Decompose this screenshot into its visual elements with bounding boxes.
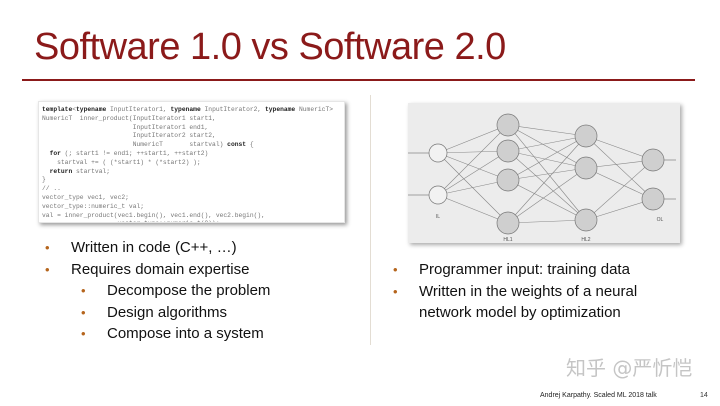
neuron — [496, 168, 520, 192]
neuron — [428, 143, 448, 163]
edge — [507, 150, 587, 169]
edge — [507, 124, 587, 137]
bullet: Written in the weights of a neural netwo… — [393, 281, 689, 324]
neuron — [496, 211, 520, 235]
code-block: template<typename InputIterator1, typena… — [42, 106, 334, 222]
sub-bullet: Compose into a system — [81, 323, 270, 345]
page-number: 14 — [700, 392, 708, 399]
edge — [437, 124, 509, 196]
edge — [585, 198, 654, 221]
slide-title: Software 1.0 vs Software 2.0 — [34, 26, 506, 68]
neuron — [496, 139, 520, 163]
column-divider — [370, 95, 371, 345]
edge — [437, 152, 509, 181]
edge — [507, 150, 587, 221]
software1-bullets: Written in code (C++, …) Requires domain… — [45, 237, 270, 345]
edge — [507, 124, 587, 169]
layer-label: HL1 — [503, 237, 512, 243]
sub-bullet: Design algorithms — [81, 302, 270, 324]
edge — [507, 167, 587, 181]
neuron — [641, 187, 665, 211]
sub-bullet: Decompose the problem — [81, 280, 270, 302]
edge — [437, 194, 509, 224]
edge — [585, 135, 654, 161]
edge — [437, 150, 509, 154]
edge — [507, 179, 587, 221]
edge — [507, 167, 587, 224]
layer-label: HL2 — [581, 237, 590, 243]
edge — [437, 179, 509, 196]
edge — [437, 152, 509, 224]
edge — [507, 219, 587, 224]
edge — [507, 135, 587, 224]
watermark: 知乎 @严忻恺 — [566, 356, 693, 380]
neuron — [641, 148, 665, 172]
bullet: Programmer input: training data — [393, 259, 689, 281]
edge — [437, 150, 509, 196]
neuron — [496, 113, 520, 137]
edge — [585, 167, 654, 200]
network-svg: IL HL1 HL2 OL — [408, 113, 676, 243]
edge — [437, 124, 509, 154]
footer-credit: Andrej Karpathy. Scaled ML 2018 talk — [540, 392, 657, 399]
title-rule — [22, 79, 695, 81]
edge — [507, 135, 587, 152]
edge — [585, 135, 654, 200]
neuron — [574, 208, 598, 232]
neuron — [574, 124, 598, 148]
edge — [507, 135, 587, 181]
code-screenshot: template<typename InputIterator1, typena… — [38, 101, 345, 223]
neuron — [428, 185, 448, 205]
neural-network-diagram: IL HL1 HL2 OL — [408, 103, 680, 243]
layer-label: IL — [436, 214, 440, 220]
software2-bullets: Programmer input: training data Written … — [393, 259, 689, 324]
bullet: Requires domain expertise — [45, 259, 270, 281]
bullet: Written in code (C++, …) — [45, 237, 270, 259]
layer-label: OL — [657, 217, 664, 223]
edge — [585, 159, 654, 221]
edge — [507, 124, 587, 221]
neuron — [574, 156, 598, 180]
